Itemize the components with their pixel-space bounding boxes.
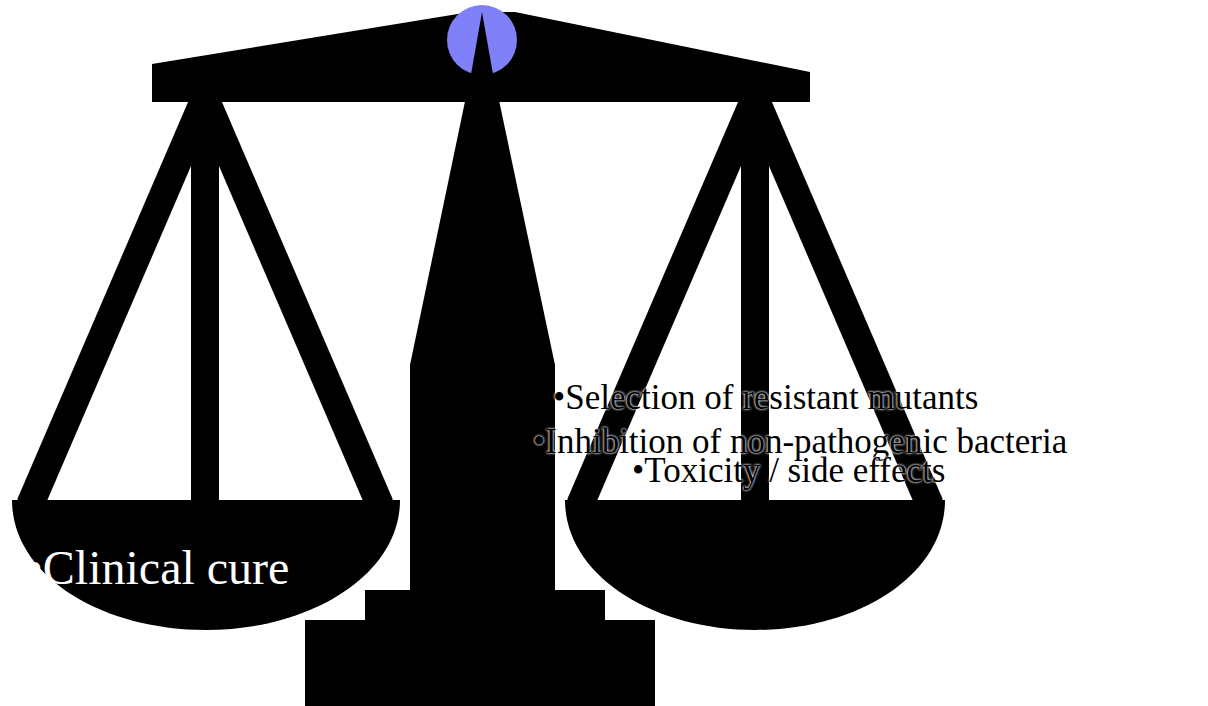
pivot-pointer xyxy=(470,12,494,80)
scale-pillar xyxy=(410,20,555,592)
base-step xyxy=(365,590,605,624)
consequence-label: •Selection of resistant mutants xyxy=(553,380,978,415)
right-pan xyxy=(565,500,945,630)
pan-label: •Clinical cure xyxy=(26,544,289,592)
consequence-label: •Toxicity / side effects xyxy=(632,453,945,488)
left-pan xyxy=(12,500,400,630)
scale-beam xyxy=(152,12,810,102)
left-hanger xyxy=(30,98,380,505)
scale-base xyxy=(305,620,655,706)
